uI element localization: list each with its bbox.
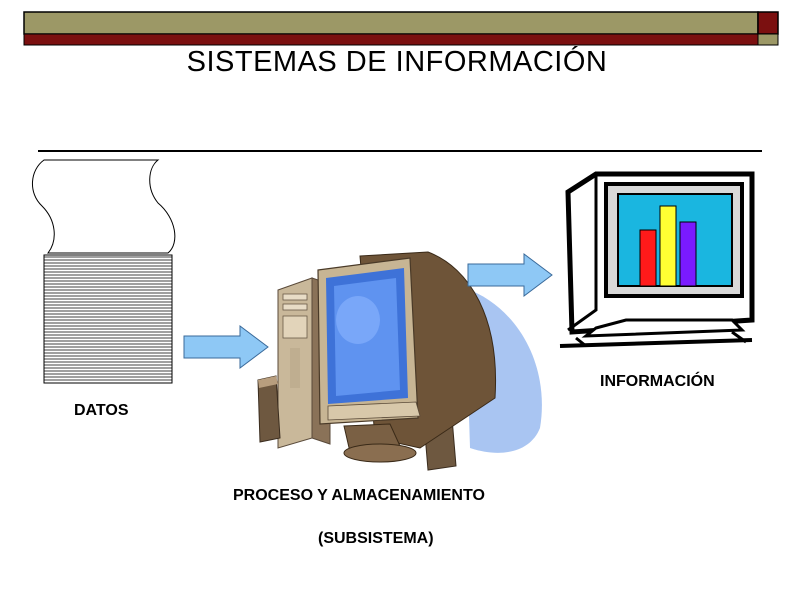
header-bar xyxy=(23,11,759,35)
datos-label: DATOS xyxy=(74,402,129,419)
arrow-right-icon xyxy=(183,325,269,369)
chart-bar-red xyxy=(639,229,657,287)
informacion-label: INFORMACIÓN xyxy=(600,373,715,390)
header-corner-square xyxy=(757,33,779,46)
monitor-chart-icon xyxy=(559,171,755,348)
title-divider xyxy=(38,150,762,152)
arrow-right-icon xyxy=(467,253,553,297)
chart-bar-yellow xyxy=(659,205,677,287)
chart-bar-purple xyxy=(679,221,697,287)
paper-stack-icon xyxy=(32,159,176,384)
header-accent-bar xyxy=(23,33,759,46)
slide-title: SISTEMAS DE INFORMACIÓN xyxy=(186,46,608,78)
header-corner-accent xyxy=(757,11,779,35)
desktop-computer-icon xyxy=(257,251,542,471)
header-decoration xyxy=(23,11,779,46)
proceso-label: PROCESO Y ALMACENAMIENTO xyxy=(233,487,485,504)
subsistema-label: (SUBSISTEMA) xyxy=(318,530,434,547)
